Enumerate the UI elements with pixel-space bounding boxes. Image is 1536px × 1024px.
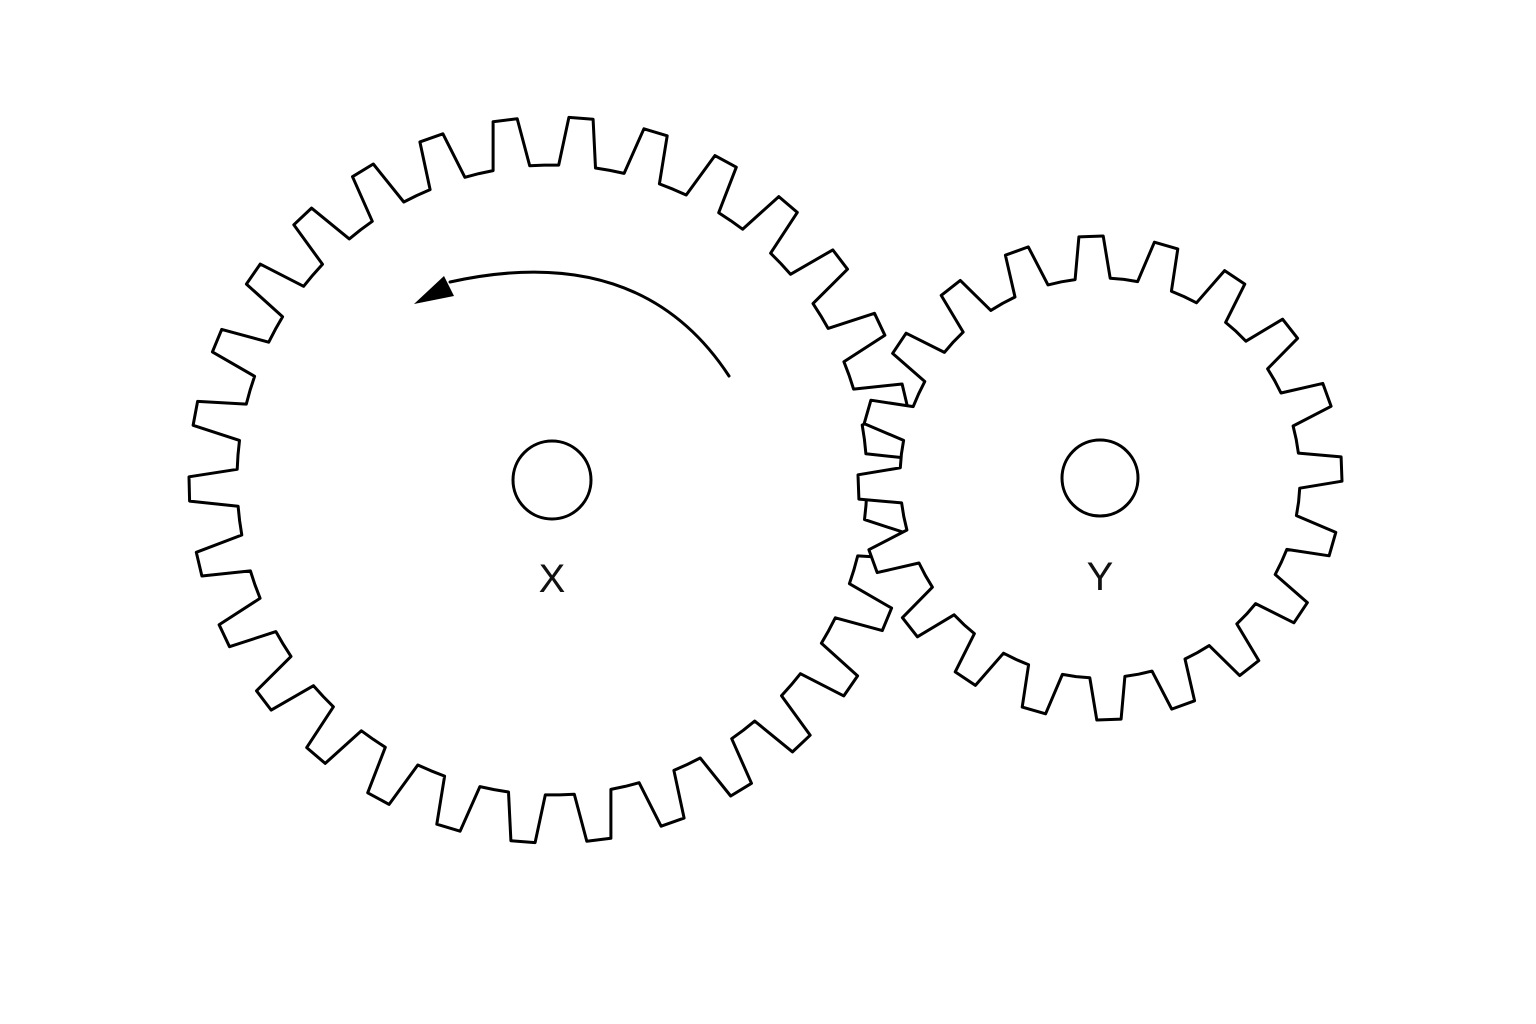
gear-y: Y — [856, 234, 1344, 722]
rotation-arrow-arc — [448, 270, 731, 378]
rotation-arrow — [414, 270, 731, 378]
gear-x-hub — [511, 439, 593, 521]
rotation-arrow-head — [414, 276, 454, 304]
gear-x-label: X — [539, 557, 566, 601]
gear-y-label: Y — [1087, 555, 1114, 599]
gear-x: X — [187, 115, 917, 845]
gear-y-hub — [1060, 438, 1140, 518]
